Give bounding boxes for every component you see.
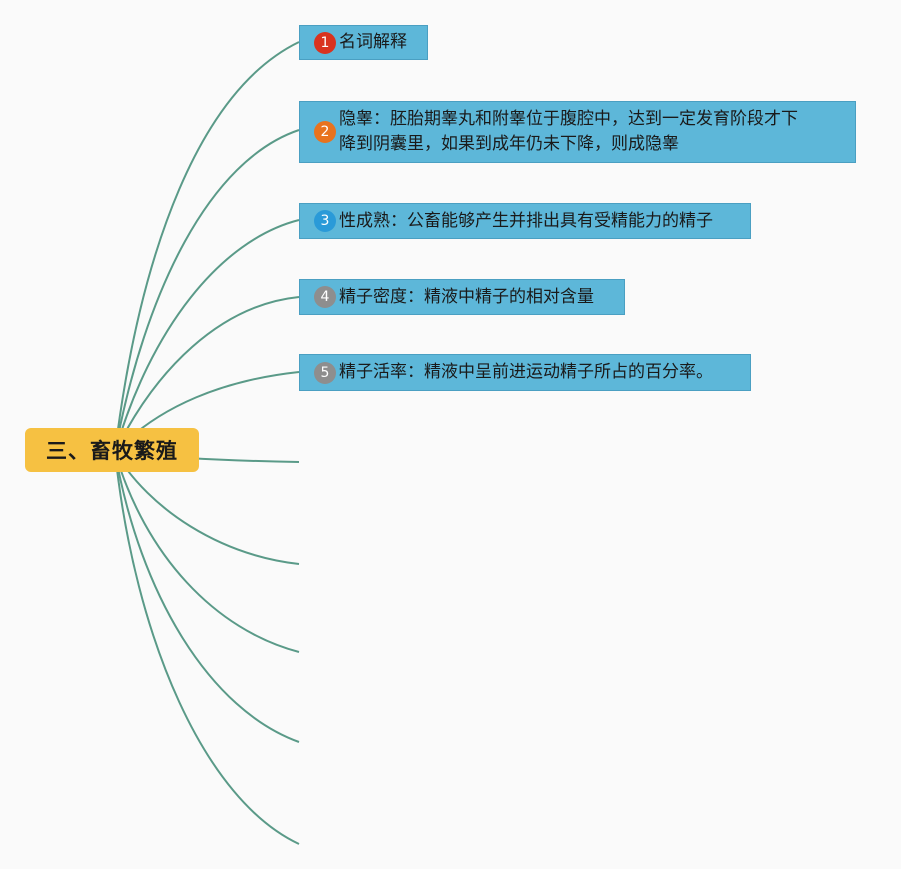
branch-line-8 <box>114 451 300 653</box>
branch-line-3 <box>114 219 300 453</box>
subtopic-label-line-1: 隐睾：胚胎期睾丸和附睾位于腹腔中，达到一定发育阶段才下 <box>339 109 798 129</box>
subtopic-label: 精子密度：精液中精子的相对含量 <box>339 286 594 307</box>
number-badge-icon: 5 <box>314 361 336 384</box>
subtopic-4[interactable]: 4 精子密度：精液中精子的相对含量 <box>299 279 625 315</box>
subtopic-2[interactable]: 2 隐睾：胚胎期睾丸和附睾位于腹腔中，达到一定发育阶段才下 降到阴囊里，如果到成… <box>299 101 856 163</box>
branch-line-9 <box>114 451 300 743</box>
branch-line-2 <box>114 129 300 453</box>
subtopic-1[interactable]: 1 名词解释 <box>299 25 428 60</box>
subtopic-5[interactable]: 5 精子活率：精液中呈前进运动精子所占的百分率。 <box>299 354 751 391</box>
subtopic-label: 精子活率：精液中呈前进运动精子所占的百分率。 <box>339 362 713 382</box>
root-topic-label: 三、畜牧繁殖 <box>46 439 178 463</box>
number-badge-icon: 2 <box>314 121 336 143</box>
number-badge-icon: 1 <box>314 31 336 54</box>
branch-line-7 <box>114 451 300 565</box>
root-topic[interactable]: 三、畜牧繁殖 <box>25 428 199 472</box>
branch-line-1 <box>114 41 300 453</box>
number-badge-icon: 3 <box>314 210 336 232</box>
branch-line-10 <box>114 451 300 845</box>
subtopic-label: 性成熟：公畜能够产生并排出具有受精能力的精子 <box>339 210 713 231</box>
number-badge-icon: 4 <box>314 286 336 308</box>
subtopic-label: 隐睾：胚胎期睾丸和附睾位于腹腔中，达到一定发育阶段才下 降到阴囊里，如果到成年仍… <box>339 107 798 157</box>
subtopic-3[interactable]: 3 性成熟：公畜能够产生并排出具有受精能力的精子 <box>299 203 751 239</box>
subtopic-label: 名词解释 <box>339 32 407 52</box>
subtopic-label-line-2: 降到阴囊里，如果到成年仍未下降，则成隐睾 <box>339 134 679 154</box>
branch-line-4 <box>114 296 300 453</box>
